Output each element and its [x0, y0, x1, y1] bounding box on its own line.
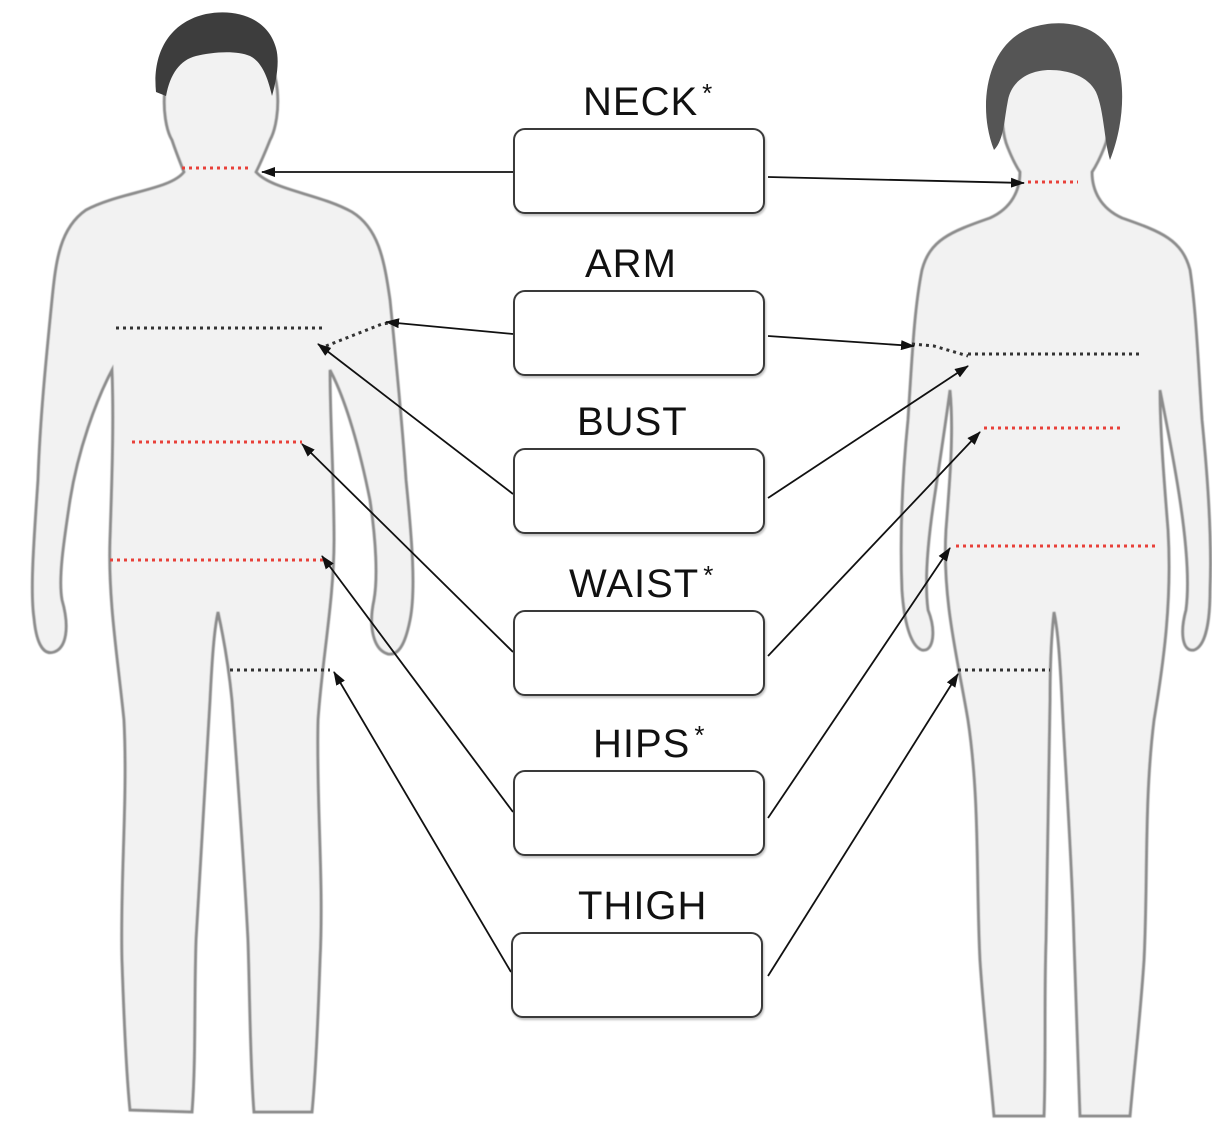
- waist-label: WAIST*: [569, 562, 714, 607]
- arm-arrow-left: [386, 322, 513, 334]
- required-asterisk: *: [703, 560, 714, 590]
- required-asterisk: *: [702, 78, 713, 108]
- bust-input-box[interactable]: [513, 448, 765, 534]
- bust-label: BUST: [577, 400, 692, 445]
- required-asterisk: *: [694, 720, 705, 750]
- hips-input-box[interactable]: [513, 770, 765, 856]
- hips-arrow-left: [322, 556, 513, 812]
- thigh-label: THIGH: [578, 884, 711, 929]
- hips-label: HIPS*: [593, 722, 705, 767]
- thigh-input-box[interactable]: [511, 932, 763, 1018]
- thigh-arrow-right: [768, 674, 958, 976]
- hips-arrow-right: [768, 548, 950, 818]
- arm-arrow-right: [768, 336, 914, 346]
- male-figure: [32, 12, 413, 1112]
- arm-input-box[interactable]: [513, 290, 765, 376]
- female-figure: [901, 23, 1210, 1116]
- female-body-silhouette: [901, 56, 1210, 1117]
- neck-arrow-right: [768, 177, 1024, 183]
- male-body-silhouette: [32, 41, 413, 1113]
- thigh-arrow-left: [334, 672, 511, 972]
- neck-label: NECK*: [583, 80, 713, 125]
- bust-arrow-left: [318, 344, 513, 494]
- arm-label: ARM: [585, 242, 681, 287]
- waist-input-box[interactable]: [513, 610, 765, 696]
- neck-input-box[interactable]: [513, 128, 765, 214]
